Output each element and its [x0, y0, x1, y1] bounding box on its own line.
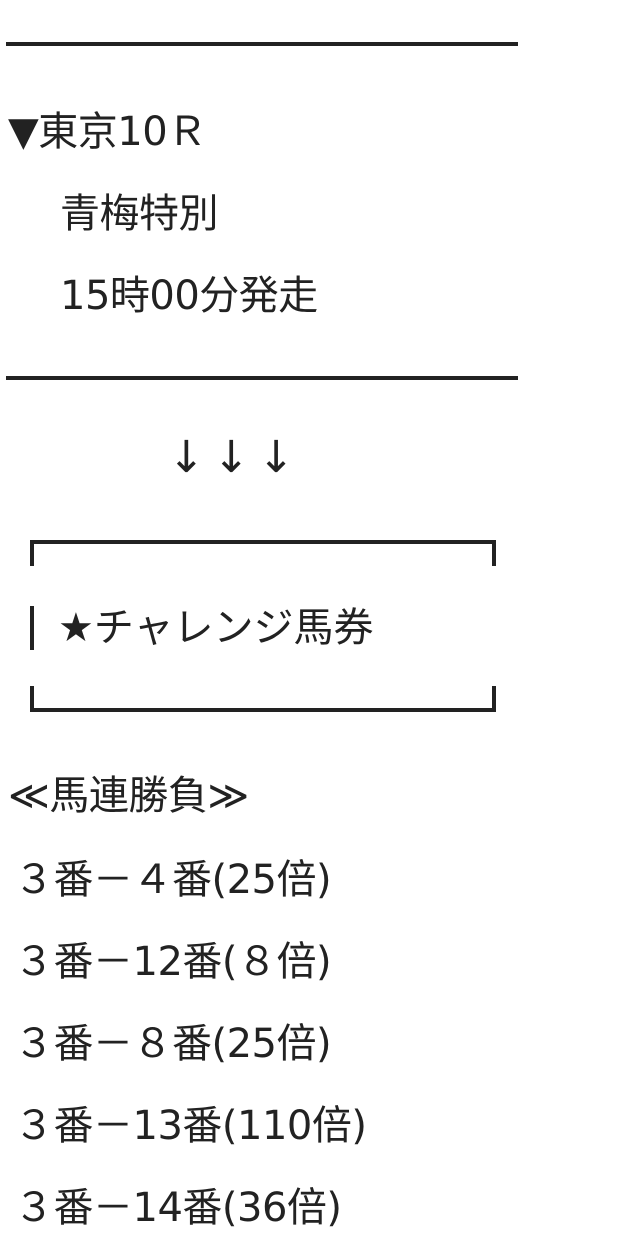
race-title: ▼東京10Ｒ: [8, 109, 207, 155]
challenge-box-left-bar: [30, 606, 34, 650]
bet-line: ３番－13番(110倍): [14, 1103, 367, 1149]
bottom-divider: [6, 376, 518, 380]
top-divider: [6, 42, 518, 46]
challenge-box-corner: [30, 686, 34, 712]
bet-header: ≪馬連勝負≫: [8, 773, 249, 819]
challenge-box-corner: [492, 540, 496, 566]
challenge-box: ★チャレンジ馬券: [30, 540, 496, 712]
challenge-box-bottom-border: [30, 708, 496, 712]
down-arrows: ↓↓↓: [168, 432, 303, 483]
challenge-label: ★チャレンジ馬券: [58, 605, 374, 651]
challenge-box-corner: [492, 686, 496, 712]
bet-line: ３番－12番(８倍): [14, 939, 332, 985]
challenge-box-top-border: [30, 540, 496, 544]
race-name: 青梅特別: [60, 191, 219, 237]
bet-line: ３番－14番(36倍): [14, 1185, 342, 1231]
bet-line: ３番－８番(25倍): [14, 1021, 332, 1067]
challenge-box-corner: [30, 540, 34, 566]
bet-line: ３番－４番(25倍): [14, 857, 332, 903]
race-post-time: 15時00分発走: [60, 273, 318, 319]
